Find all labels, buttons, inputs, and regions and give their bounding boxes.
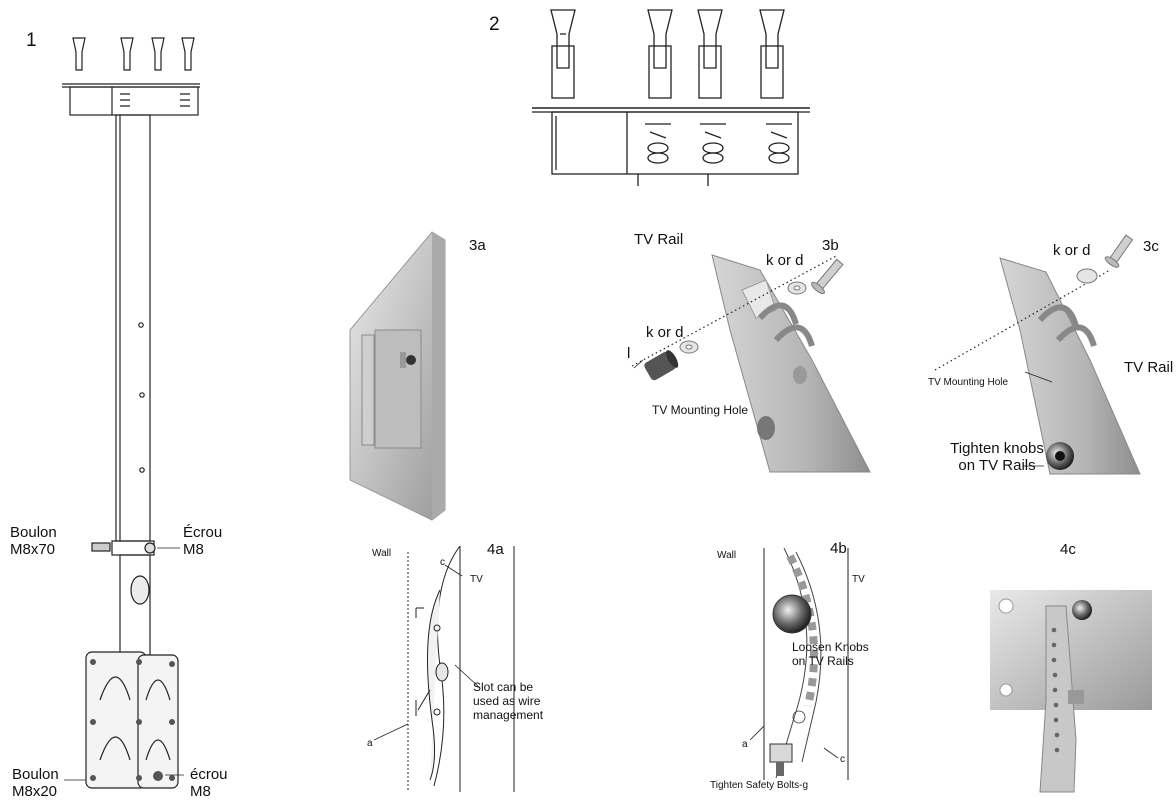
figure3b-number: 3b xyxy=(822,237,839,254)
tighten-knobs-label: Tighten knobs on TV Rails xyxy=(944,440,1050,474)
figure3b-rail-photo xyxy=(631,254,871,473)
bolt-m8x20-line1: Boulon xyxy=(12,766,59,783)
nut-m8-bottom-label: écrou M8 xyxy=(190,766,228,800)
safety-bolts-label: Tighten Safety Bolts-g xyxy=(710,780,809,791)
loosen-knobs-line2: on TV Rails xyxy=(792,654,854,668)
a-label-4b: a xyxy=(742,739,748,750)
figure4b-side-drawing xyxy=(749,547,849,780)
figure4a-number: 4a xyxy=(487,541,504,558)
washer-label-3c: k or d xyxy=(1053,242,1091,259)
bolt-m8x70-line1: Boulon xyxy=(10,524,57,541)
tighten-knobs-line1: Tighten knobs xyxy=(950,440,1044,457)
figure2-plate-drawing xyxy=(532,9,810,186)
figure2-number: 2 xyxy=(489,14,500,35)
figure1-number: 1 xyxy=(26,30,37,51)
slot-label-4a: Slot can be used as wire management xyxy=(473,680,543,722)
tv-label-4a: TV xyxy=(470,574,483,585)
plate-anchors xyxy=(550,9,785,99)
nut-m8-bottom-line1: écrou xyxy=(190,766,228,783)
tv-rail-label-3c: TV Rail xyxy=(1124,359,1174,376)
figure3c-number: 3c xyxy=(1143,238,1159,255)
washer-top-label-3b: k or d xyxy=(766,252,804,269)
tv-label-4b: TV xyxy=(852,574,865,585)
spacer-label-3b: l xyxy=(627,345,631,362)
nut-m8-bottom-line2: M8 xyxy=(190,783,211,800)
c-label-4a: c xyxy=(440,557,445,568)
figure3c-rail-photo xyxy=(934,234,1141,475)
slot-line1: Slot can be xyxy=(473,680,534,694)
figure1-pole-drawing xyxy=(62,37,200,789)
bolt-m8x20-label: Boulon M8x20 xyxy=(12,766,59,800)
bolt-m8x70-label: Boulon M8x70 xyxy=(10,524,57,558)
washer-mid-label-3b: k or d xyxy=(646,324,684,341)
tv-rail-label-3b: TV Rail xyxy=(634,231,684,248)
tighten-knobs-line2: on TV Rails xyxy=(958,457,1036,474)
loosen-knobs-label: Loosen Knobs on TV Rails xyxy=(792,640,869,668)
nut-m8-top-line1: Écrou xyxy=(183,524,223,541)
slot-line3: management xyxy=(473,708,544,722)
mount-hole-label-3b: TV Mounting Hole xyxy=(652,403,749,417)
a-label-4a: a xyxy=(367,738,373,749)
slot-line2: used as wire xyxy=(473,694,541,708)
wall-label-4a: Wall xyxy=(372,548,392,559)
bolt-m8x70-line2: M8x70 xyxy=(10,541,56,558)
figure4c-bracket-photo xyxy=(990,590,1152,793)
bolt-m8x20-line2: M8x20 xyxy=(12,783,58,800)
nut-m8-top-line2: M8 xyxy=(183,541,204,558)
figure3a-number: 3a xyxy=(469,237,486,254)
figure4c-number: 4c xyxy=(1060,541,1076,558)
nut-m8-top-label: Écrou M8 xyxy=(183,524,222,558)
figure4a-side-drawing xyxy=(373,545,515,792)
figure4b-number: 4b xyxy=(830,540,847,557)
c-label-4b: c xyxy=(840,754,845,765)
figure3a-tv-photo xyxy=(349,231,446,521)
loosen-knobs-line1: Loosen Knobs xyxy=(792,640,869,654)
ceiling-anchors xyxy=(72,37,195,71)
mount-hole-label-3c: TV Mounting Hole xyxy=(928,377,1009,388)
wall-label-4b: Wall xyxy=(717,550,737,561)
